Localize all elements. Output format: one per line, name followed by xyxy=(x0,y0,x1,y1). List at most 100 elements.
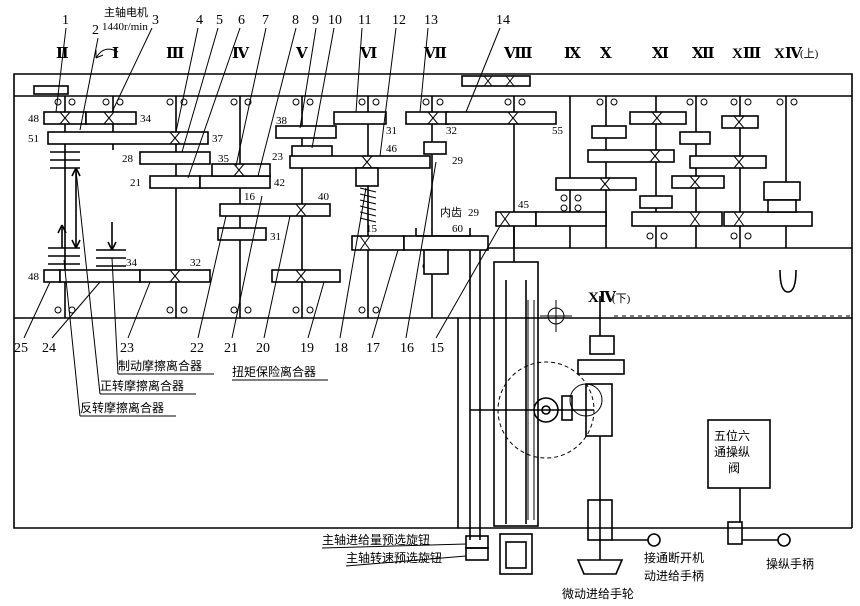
teeth-40: 40 xyxy=(318,191,330,203)
control-labels: 主轴进给量预选旋钮 主轴转速预选旋钮 微动进给手轮 接通断开机 动进给手柄 操纵… xyxy=(321,428,814,601)
teeth-29b: 29 xyxy=(468,207,480,219)
callout-22: 22 xyxy=(190,341,204,356)
shaft-label-XIII: XⅢ xyxy=(732,46,761,62)
gearbox-housing xyxy=(13,73,853,529)
inner-gear-label: 内齿 xyxy=(440,205,462,219)
shaft-label-IX: Ⅸ xyxy=(564,46,581,62)
top-callouts: 1 2 3 4 5 6 7 8 9 10 11 12 13 14 xyxy=(62,13,510,38)
feed-knob-label: 主轴进给量预选旋钮 xyxy=(322,532,430,547)
callout-9: 9 xyxy=(312,13,319,28)
brake-clutch-label: 制动摩擦离合器 xyxy=(118,358,202,373)
gear-blocks xyxy=(33,75,813,283)
motor-speed: 1440r/min xyxy=(102,21,148,33)
shaft-label-VI: Ⅵ xyxy=(359,46,377,62)
callout-8: 8 xyxy=(292,13,299,28)
reverse-clutch-label: 反转摩擦离合器 xyxy=(80,400,164,415)
shaft-label-V: Ⅴ xyxy=(295,46,308,62)
top-callout-leaders xyxy=(55,27,501,179)
callout-2: 2 xyxy=(92,23,99,38)
shaft-label-XI: Ⅺ xyxy=(652,46,669,62)
teeth-31a: 31 xyxy=(386,125,397,137)
callout-13: 13 xyxy=(424,13,438,28)
callout-5: 5 xyxy=(216,13,223,28)
callout-15: 15 xyxy=(430,341,444,356)
bottom-callout-leaders xyxy=(23,161,501,339)
friction-clutches xyxy=(48,151,126,267)
shaft-label-VIII: Ⅷ xyxy=(503,46,533,62)
callout-14: 14 xyxy=(496,13,510,28)
valve-label-line1: 五位六 xyxy=(714,428,750,443)
motor-name: 主轴电机 xyxy=(104,5,148,19)
teeth-38: 38 xyxy=(276,115,288,127)
teeth-28: 28 xyxy=(122,153,134,165)
teeth-60: 60 xyxy=(452,223,464,235)
spindle-feed-assembly xyxy=(465,226,852,575)
shaft-label-X: Ⅹ xyxy=(600,46,612,62)
torque-limiter-spring xyxy=(359,187,377,223)
teeth-29a: 29 xyxy=(452,155,464,167)
callout-24: 24 xyxy=(42,341,56,356)
callout-4: 4 xyxy=(196,13,203,28)
shaft-labels: Ⅱ Ⅰ Ⅲ Ⅳ Ⅴ Ⅵ Ⅶ Ⅷ Ⅸ Ⅹ Ⅺ Ⅻ XⅢ XⅣ (上) XⅣ (下) xyxy=(56,46,819,306)
callout-17: 17 xyxy=(366,341,380,356)
motor-rotation-arrow xyxy=(95,48,119,59)
teeth-21: 21 xyxy=(130,177,141,189)
torque-clutch-label: 扭矩保险离合器 xyxy=(232,364,316,379)
callout-7: 7 xyxy=(262,13,269,28)
gear-key-marks xyxy=(59,75,745,283)
internal-gear-29 xyxy=(415,228,471,275)
teeth-34b: 34 xyxy=(126,257,138,269)
shaft-label-II: Ⅱ xyxy=(56,46,69,62)
callout-1: 1 xyxy=(62,13,69,28)
callout-3: 3 xyxy=(152,13,159,28)
callout-11: 11 xyxy=(358,13,371,28)
teeth-23: 23 xyxy=(272,151,284,163)
callout-6: 6 xyxy=(238,13,245,28)
engage-handle-label-line1: 接通断开机 xyxy=(644,550,704,565)
teeth-16: 16 xyxy=(244,191,256,203)
teeth-35: 35 xyxy=(218,153,230,165)
shaft-label-XII: Ⅻ xyxy=(692,46,715,62)
callout-21: 21 xyxy=(224,341,238,356)
speed-knob-label: 主轴转速预选旋钮 xyxy=(346,550,442,565)
forward-clutch-label: 正转摩擦离合器 xyxy=(100,378,184,393)
teeth-55: 55 xyxy=(552,125,564,137)
valve-label-line2: 通操纵 xyxy=(714,444,750,459)
shaft-label-XIV: XⅣ xyxy=(774,46,803,62)
teeth-31b: 31 xyxy=(270,231,281,243)
clutch-labels: 制动摩擦离合器 正转摩擦离合器 反转摩擦离合器 扭矩保险离合器 xyxy=(63,169,328,417)
tooth-counts: 48 34 51 37 28 21 35 42 38 23 31 46 32 5… xyxy=(28,113,564,283)
teeth-37: 37 xyxy=(212,133,224,145)
shaft-label-IV: Ⅳ xyxy=(232,46,250,62)
callout-18: 18 xyxy=(334,341,348,356)
engage-handle-label-line2: 动进给手柄 xyxy=(644,569,704,583)
callout-12: 12 xyxy=(392,13,406,28)
teeth-46: 46 xyxy=(386,143,398,155)
callout-16: 16 xyxy=(400,341,414,356)
operate-handle-label: 操纵手柄 xyxy=(766,556,814,571)
fine-handwheel-label: 微动进给手轮 xyxy=(562,587,634,601)
teeth-51: 51 xyxy=(28,133,39,145)
callout-23: 23 xyxy=(120,341,134,356)
callout-19: 19 xyxy=(300,341,314,356)
callout-25: 25 xyxy=(14,341,28,356)
teeth-48a: 48 xyxy=(28,113,40,125)
shaft-label-XIV-lower: XⅣ xyxy=(588,290,617,306)
shaft-label-III: Ⅲ xyxy=(166,46,184,62)
teeth-32a: 32 xyxy=(446,125,457,137)
teeth-32b: 32 xyxy=(190,257,201,269)
callout-20: 20 xyxy=(256,341,270,356)
shaft-label-XIV-lower-note: (下) xyxy=(612,293,631,305)
teeth-42: 42 xyxy=(274,177,285,189)
teeth-45: 45 xyxy=(518,199,530,211)
motor-label: 主轴电机 1440r/min xyxy=(102,5,148,33)
shaft-label-XIV-upper-note: (上) xyxy=(800,47,819,60)
callout-10: 10 xyxy=(328,13,342,28)
teeth-15: 15 xyxy=(366,223,378,235)
shaft-label-VII: Ⅶ xyxy=(423,46,447,62)
shaft-label-I: Ⅰ xyxy=(112,46,119,62)
bottom-callouts: 25 24 23 22 21 20 19 18 17 16 15 xyxy=(14,341,444,356)
valve-label-line3: 阀 xyxy=(728,461,740,475)
teeth-34a: 34 xyxy=(140,113,152,125)
